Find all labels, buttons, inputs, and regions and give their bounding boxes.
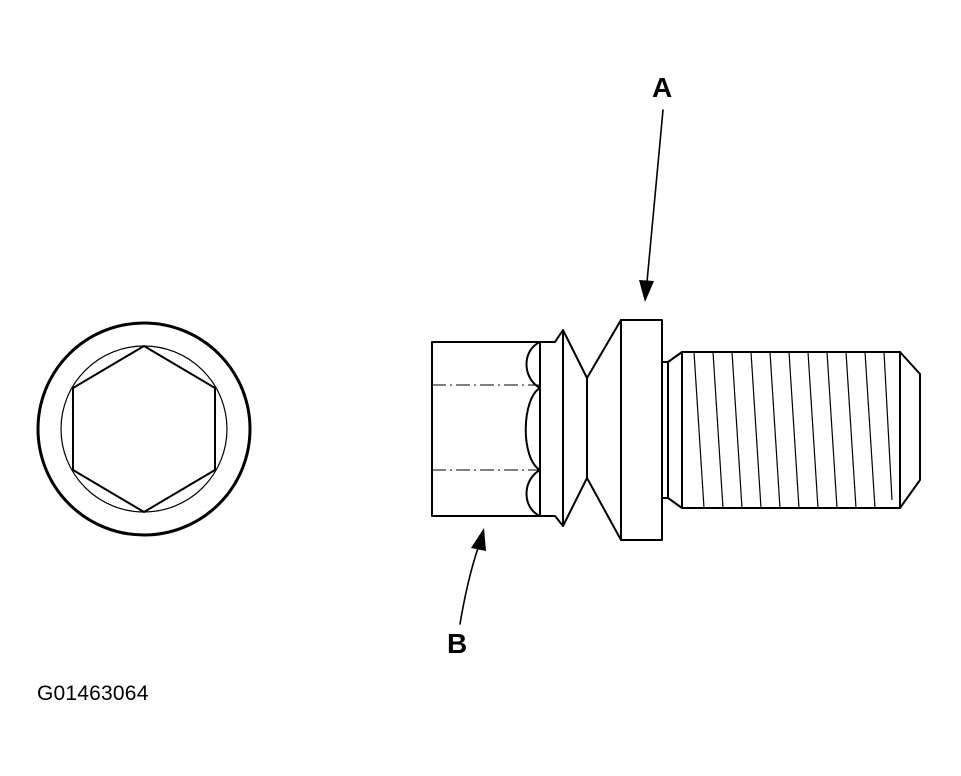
thread-line — [788, 351, 800, 509]
thread-line — [731, 351, 743, 509]
threaded-shank-outline — [681, 351, 921, 509]
arrow-a-shaft — [646, 109, 664, 283]
bolt-end-outer-circle — [36, 321, 252, 537]
thread-line — [712, 351, 724, 509]
thread-line — [845, 351, 857, 509]
bolt-end-inner-circle — [60, 345, 228, 513]
arrow-a — [639, 109, 664, 302]
arrow-b-shaft — [459, 547, 479, 625]
arrow-a-head — [639, 280, 654, 302]
thread-line — [750, 351, 762, 509]
thread-line — [769, 351, 781, 509]
collar-cone-left — [539, 329, 588, 527]
thread-line — [826, 351, 838, 509]
head-scallops — [524, 341, 541, 517]
thread-line — [807, 351, 819, 509]
thread-line — [864, 351, 876, 509]
label-a: A — [652, 72, 673, 103]
figure-id: G01463064 — [37, 682, 149, 705]
bolt-side-view — [431, 319, 921, 541]
bolt-end-view — [36, 321, 252, 537]
thread-line — [693, 351, 705, 509]
bolt-head — [431, 341, 541, 517]
bolt-neck — [661, 351, 683, 509]
arrow-b-head — [471, 528, 486, 551]
thread-line — [883, 351, 893, 501]
arrow-b — [459, 528, 486, 625]
thread-lines — [693, 351, 893, 509]
bolt-shoulder — [586, 319, 663, 541]
hex-socket — [72, 345, 216, 513]
label-b: B — [447, 628, 468, 659]
